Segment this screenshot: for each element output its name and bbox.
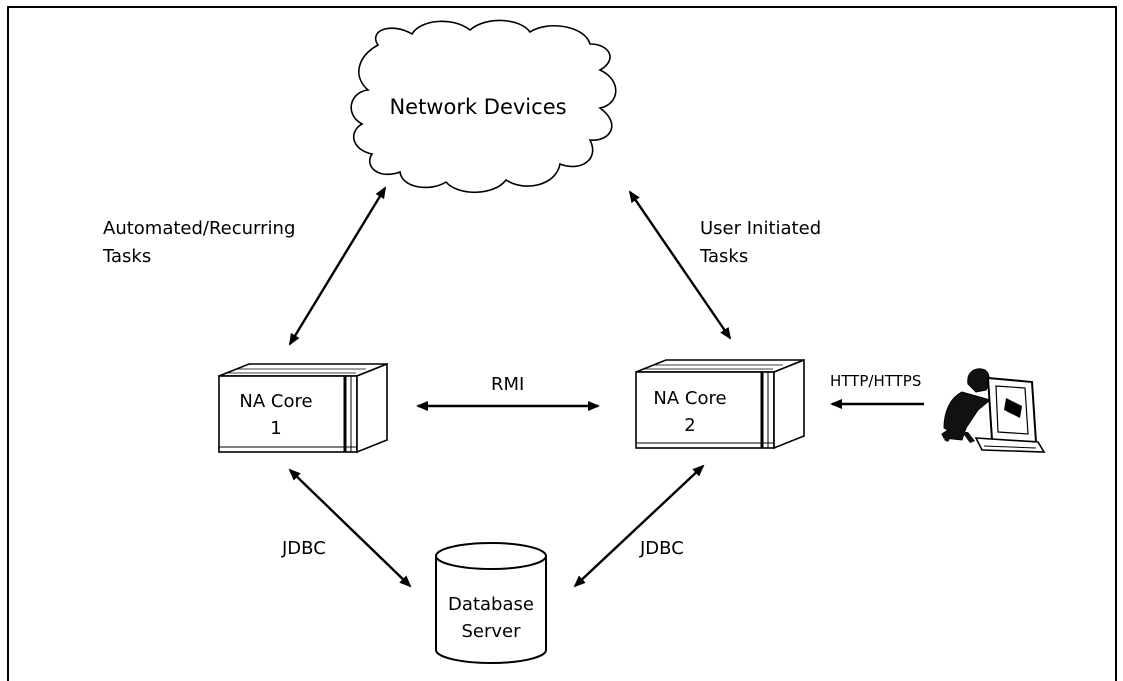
- jdbc-left-label: JDBC: [281, 538, 326, 559]
- database-label-line1: Database: [448, 594, 534, 615]
- cloud-core1-arrow: [288, 186, 387, 346]
- server-box-icon: [218, 362, 388, 454]
- na-core-1: NA Core 1: [218, 362, 388, 454]
- server-box-icon: [635, 358, 805, 450]
- right-edge-label-line2: Tasks: [699, 246, 748, 267]
- jdbc-right-label: JDBC: [639, 538, 684, 559]
- user-at-computer-icon: [941, 368, 1046, 453]
- right-edge-label-line1: User Initiated: [700, 218, 821, 239]
- database-label-line2: Server: [461, 621, 521, 642]
- left-edge-label-line2: Tasks: [102, 246, 151, 267]
- cloud-core2-arrow: [628, 190, 732, 340]
- left-edge-label-line1: Automated/Recurring: [103, 218, 295, 239]
- http-label: HTTP/HTTPS: [830, 372, 921, 390]
- database-cylinder-icon: [435, 542, 547, 664]
- na-core-2: NA Core 2: [635, 358, 805, 450]
- jdbc-right-arrow: [573, 464, 705, 588]
- core2-label-line2: 2: [684, 415, 695, 436]
- core1-label-line1: NA Core: [239, 391, 312, 412]
- network-devices-cloud: Network Devices: [350, 19, 617, 193]
- frame-border: [7, 6, 1117, 681]
- rmi-label: RMI: [491, 374, 524, 395]
- core1-label-line2: 1: [270, 418, 281, 439]
- core2-label-line1: NA Core: [653, 388, 726, 409]
- database-server: Database Server: [435, 542, 547, 664]
- cloud-icon: [350, 19, 617, 193]
- jdbc-left-arrow: [288, 468, 412, 588]
- cloud-label: Network Devices: [389, 95, 566, 119]
